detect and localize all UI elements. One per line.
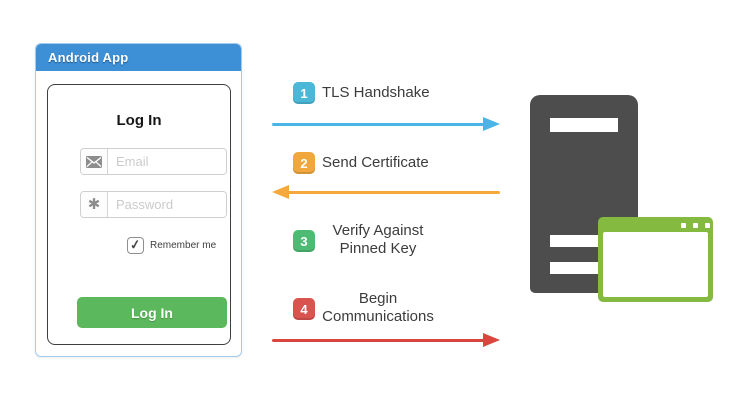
- arrowhead-right-icon: [483, 117, 500, 131]
- remember-me-group: ✓ Remember me: [127, 235, 217, 254]
- step-2-badge: 2: [293, 152, 315, 174]
- checkmark-icon: ✓: [128, 235, 142, 253]
- step-2-label: Send Certificate: [322, 154, 429, 171]
- step-4-label-line1: Begin: [358, 290, 398, 307]
- step-3-badge: 3: [293, 230, 315, 252]
- login-form-heading: Log In: [116, 112, 162, 129]
- android-app-header: Android App: [36, 44, 241, 71]
- login-button[interactable]: Log In: [77, 297, 227, 328]
- server-slot: [550, 118, 618, 132]
- email-field-group: [80, 148, 227, 175]
- step-1-badge: 1: [293, 82, 315, 104]
- step-4-badge: 4: [293, 298, 315, 320]
- step-4-label: Begin Communications: [312, 290, 444, 325]
- step-1-label: TLS Handshake: [322, 84, 430, 101]
- arrowhead-right-icon: [483, 333, 500, 347]
- browser-dot-icon: [693, 223, 698, 228]
- email-icon: [81, 149, 108, 174]
- login-form: Log In ✱ ✓: [47, 84, 231, 345]
- password-field-group: ✱: [80, 191, 227, 218]
- arrow-send-certificate: [272, 185, 500, 199]
- step-4-label-line2: Communications: [322, 307, 434, 325]
- browser-content-area: [603, 232, 708, 297]
- remember-me-label: Remember me: [150, 240, 217, 251]
- browser-dot-icon: [705, 223, 710, 228]
- step-3-label-line2: Pinned Key: [339, 239, 417, 257]
- android-app-title: Android App: [48, 50, 129, 65]
- step-3-label-line1: Verify Against: [332, 222, 424, 239]
- arrowhead-left-icon: [272, 185, 289, 199]
- password-input[interactable]: [108, 192, 226, 217]
- arrow-tls-handshake: [272, 117, 500, 131]
- arrow-begin-communications: [272, 333, 500, 347]
- android-app-panel: Android App Log In ✱: [35, 43, 242, 357]
- remember-me-checkbox[interactable]: ✓: [127, 235, 144, 254]
- password-icon: ✱: [81, 192, 108, 217]
- browser-dot-icon: [681, 223, 686, 228]
- email-input[interactable]: [108, 149, 226, 174]
- browser-window-icon: [598, 217, 713, 302]
- step-3-label: Verify Against Pinned Key: [312, 222, 444, 257]
